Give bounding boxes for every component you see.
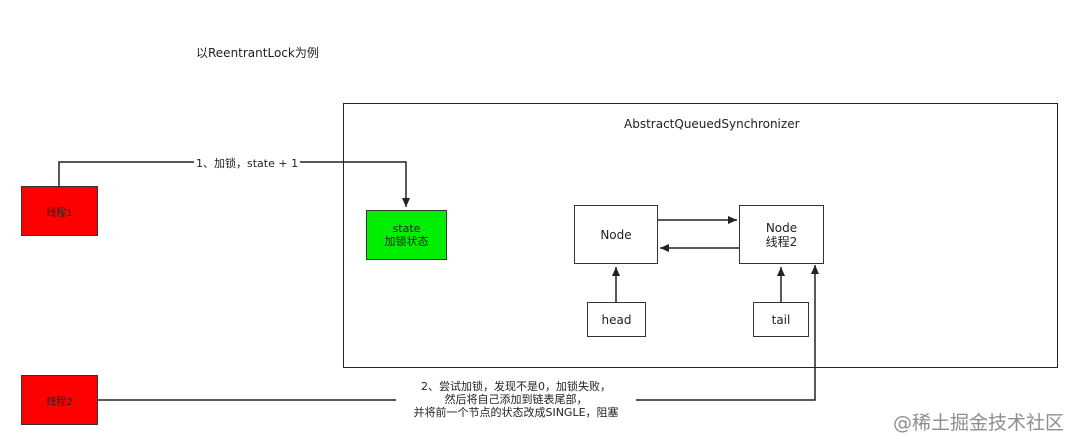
edge-thread2-to-node2 [98, 265, 819, 401]
node1-label: Node [600, 227, 632, 242]
node1-box: Node [574, 205, 658, 264]
head-label: head [601, 312, 632, 327]
edge2-label-line3: 并将前一个节点的状态改成SINGLE，阻塞 [413, 406, 619, 419]
watermark: @稀土掘金技术社区 [892, 412, 1064, 434]
node2-thread-label: 线程2 [765, 234, 798, 249]
state-line2: 加锁状态 [384, 235, 429, 248]
edge2-label: 2、尝试加锁，发现不是0，加锁失败， 然后将自己添加到链表尾部， 并将前一个节点… [396, 380, 636, 419]
node2-label: Node [765, 220, 798, 235]
node2-box: Node 线程2 [739, 205, 824, 264]
head-pointer-box: head [587, 302, 646, 337]
aqs-title: AbstractQueuedSynchronizer [624, 117, 800, 131]
edge2-label-line2: 然后将自己添加到链表尾部， [444, 393, 588, 406]
tail-pointer-box: tail [753, 302, 809, 337]
tail-label: tail [771, 312, 791, 327]
diagram-title-note: 以ReentrantLock为例 [196, 46, 319, 60]
thread1-box: 线程1 [21, 186, 98, 236]
thread1-label: 线程1 [46, 207, 73, 219]
thread2-label: 线程2 [46, 396, 73, 408]
thread2-box: 线程2 [21, 375, 98, 425]
state-box: state 加锁状态 [366, 210, 447, 260]
edge2-label-line1: 2、尝试加锁，发现不是0，加锁失败， [421, 380, 611, 393]
state-line1: state [392, 222, 421, 235]
aqs-container [343, 103, 1058, 368]
edge1-label: 1、加锁，state + 1 [194, 155, 301, 171]
